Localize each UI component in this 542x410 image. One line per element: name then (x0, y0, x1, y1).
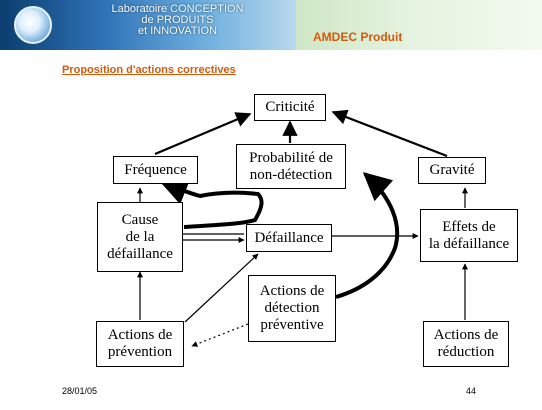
lab-line-1: Laboratoire CONCEPTION (111, 3, 244, 15)
box-actions-detection-preventive: Actions de détection préventive (248, 275, 336, 342)
slide-subtitle: Proposition d'actions correctives (62, 64, 236, 76)
effets-line-1: Effets de (442, 218, 496, 235)
gravite-label: Gravité (429, 162, 475, 178)
prevention-line-2: prévention (107, 344, 173, 360)
probabilite-line-2: non-détection (249, 166, 333, 183)
slide-title: AMDEC Produit (313, 30, 403, 44)
slide-date: 28/01/05 (62, 386, 98, 396)
box-gravite: Gravité (418, 157, 486, 184)
cause-line-3: défaillance (107, 245, 173, 262)
box-frequence: Fréquence (113, 156, 198, 184)
box-probabilite-non-detection: Probabilité de non-détection (236, 144, 346, 189)
box-criticite: Criticité (254, 94, 326, 121)
detection-line-2: détection (264, 300, 320, 316)
lab-line-2: de PRODUITS (141, 14, 214, 26)
reduction-line-2: réduction (437, 344, 495, 360)
cause-line-2: de la (125, 228, 155, 245)
laboratory-logo (14, 6, 52, 44)
slide-header: Laboratoire CONCEPTION de PRODUITS et IN… (0, 0, 542, 50)
box-actions-prevention: Actions de prévention (96, 321, 184, 367)
probabilite-line-1: Probabilité de (249, 149, 333, 166)
arrow-detection-prevention (191, 323, 249, 347)
header-banner-right (296, 0, 542, 50)
reduction-line-1: Actions de (433, 327, 499, 343)
box-cause-defaillance: Cause de la défaillance (97, 202, 183, 272)
laboratory-name: Laboratoire CONCEPTION de PRODUITS et IN… (70, 4, 285, 37)
criticite-label: Criticité (265, 99, 315, 115)
slide-page-number: 44 (466, 386, 477, 396)
detection-line-1: Actions de (259, 283, 325, 299)
detection-line-3: préventive (260, 317, 324, 333)
box-effets-defaillance: Effets de la défaillance (420, 209, 518, 262)
lab-line-3: et INNOVATION (137, 25, 218, 37)
cause-line-1: Cause (121, 211, 159, 228)
thick-arrow-detection-probabilite (335, 172, 400, 299)
effets-line-2: la défaillance (428, 235, 510, 252)
box-actions-reduction: Actions de réduction (423, 321, 509, 367)
prevention-line-1: Actions de (107, 327, 173, 343)
defaillance-label: Défaillance (254, 229, 324, 246)
frequence-label: Fréquence (124, 161, 187, 178)
arrow-gravite-criticite (331, 109, 448, 158)
box-defaillance: Défaillance (246, 224, 332, 252)
